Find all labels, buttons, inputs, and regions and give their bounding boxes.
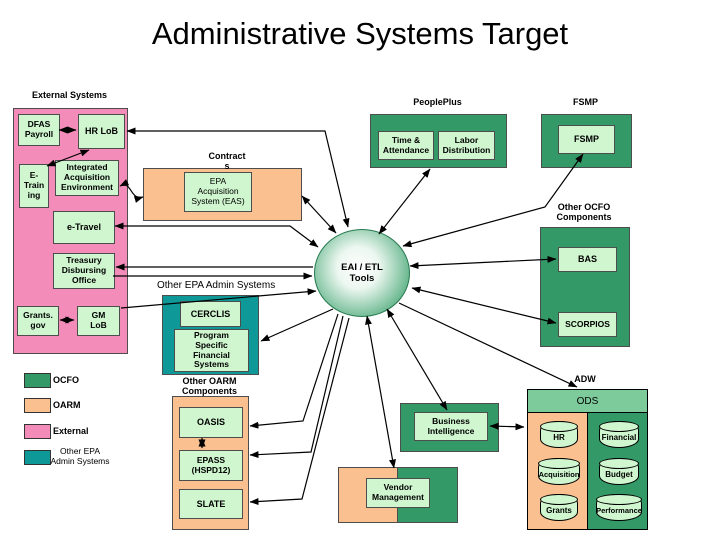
- ods-bar: ODS: [527, 389, 648, 413]
- page-title: Administrative Systems Target: [151, 16, 569, 51]
- node-cerclis: CERCLIS: [180, 301, 241, 327]
- legend-swatch-oarm: [24, 398, 51, 413]
- node-e-training: E- Train ing: [19, 164, 49, 208]
- other-epa-admin-label: Other EPA Admin Systems: [157, 280, 276, 291]
- node-slate: SLATE: [179, 489, 243, 519]
- adw-label: ADW: [574, 374, 596, 384]
- node-dfas-payroll: DFAS Payroll: [18, 114, 60, 146]
- fsmp-label: FSMP: [572, 97, 598, 107]
- node-scorpios: SCORPIOS: [558, 312, 617, 337]
- node-labor-distribution: Labor Distribution: [438, 131, 495, 160]
- cylinder-financial: Financial: [599, 421, 639, 448]
- node-business-intelligence: Business Intelligence: [414, 412, 488, 441]
- node-gm-lob: GM LoB: [77, 306, 120, 336]
- node-oasis: OASIS: [179, 407, 243, 438]
- legend-swatch-other-epa: [24, 450, 51, 465]
- node-fsmp: FSMP: [558, 125, 615, 154]
- peopleplus-label: PeoplePlus: [413, 97, 462, 107]
- legend-label-ocfo: OCFO: [53, 375, 79, 385]
- legend-swatch-external: [24, 424, 51, 439]
- legend-label-other-epa: Other EPA Admin Systems: [50, 446, 110, 467]
- node-eai-etl-tools: EAI / ETL Tools: [314, 229, 410, 317]
- node-vendor-management: Vendor Management: [366, 478, 430, 508]
- node-time-attendance: Time & Attendance: [378, 131, 434, 160]
- node-integrated-acquisition-environment: Integrated Acquisition Environment: [55, 160, 119, 196]
- node-e-travel: e-Travel: [53, 211, 115, 244]
- legend-swatch-ocfo: [24, 373, 51, 388]
- node-bas: BAS: [558, 247, 617, 272]
- node-epass: EPASS (HSPD12): [179, 450, 243, 481]
- other-ocfo-label: Other OCFO Components: [556, 202, 612, 223]
- node-program-specific-financial-systems: Program Specific Financial Systems: [174, 329, 249, 372]
- external-systems-label: External Systems: [31, 90, 108, 100]
- legend-label-external: External: [53, 426, 89, 436]
- cylinder-grants: Grants: [540, 494, 578, 521]
- cylinder-performance: Performance: [596, 494, 642, 521]
- node-hr-lob: HR LoB: [78, 114, 125, 149]
- cylinder-hr: HR: [540, 421, 578, 448]
- node-treasury-disbursing-office: Treasury Disbursing Office: [53, 253, 115, 289]
- contracts-label: Contract s: [208, 151, 246, 172]
- node-grants-gov: Grants. gov: [17, 306, 59, 336]
- node-eas: EPA Acquisition System (EAS): [184, 172, 252, 212]
- other-oarm-label: Other OARM Components: [182, 376, 237, 397]
- cylinder-budget: Budget: [599, 458, 639, 485]
- cylinder-acquisition: Acquisition: [538, 458, 580, 485]
- legend-label-oarm: OARM: [53, 400, 81, 410]
